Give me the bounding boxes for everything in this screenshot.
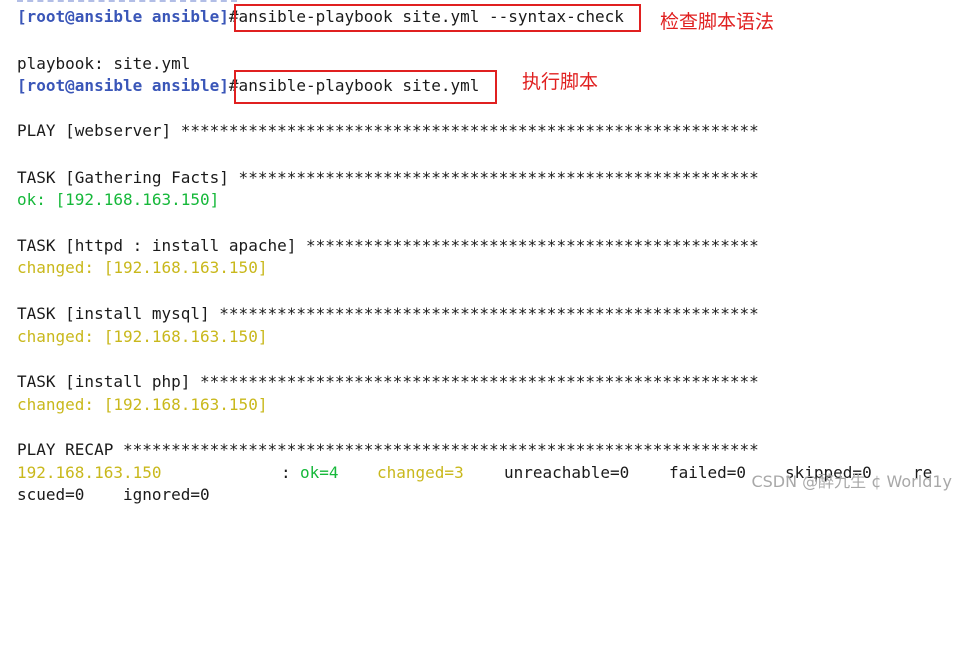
recap-rescued-end: scued=0 bbox=[17, 485, 85, 504]
command-line-run-playbook: [root@ansible ansible]#ansible-playbook … bbox=[17, 75, 479, 97]
task-header-install-mysql: TASK [install mysql] *******************… bbox=[17, 304, 759, 323]
annotation-syntax-check: 检查脚本语法 bbox=[660, 11, 775, 33]
task-result-changed: changed: [192.168.163.150] bbox=[17, 395, 268, 414]
command-text: #ansible-playbook site.yml bbox=[228, 76, 480, 95]
recap-ok: ok=4 bbox=[300, 463, 339, 482]
command-text: #ansible-playbook site.yml --syntax-chec… bbox=[228, 7, 624, 26]
recap-failed: failed=0 bbox=[669, 463, 747, 482]
watermark: CSDN @醉九生 ¢ World1y bbox=[751, 472, 952, 491]
recap-ignored: ignored=0 bbox=[122, 485, 210, 504]
recap-rescued-start: re bbox=[913, 463, 933, 482]
clipped-previous-line bbox=[17, 0, 237, 5]
recap-changed: changed=3 bbox=[377, 463, 464, 482]
shell-prompt: [root@ansible ansible] bbox=[17, 7, 229, 26]
recap-row: 192.168.163.150 : ok=4 changed=3 unreach… bbox=[17, 462, 947, 484]
terminal-screenshot: { "lines": { "cmd1_prompt": "[root@ansib… bbox=[17, 0, 952, 504]
task-header-gathering-facts: TASK [Gathering Facts] *****************… bbox=[17, 168, 759, 187]
highlight-box-syntax-check bbox=[234, 4, 641, 32]
recap-row-continued: scued=0 ignored=0 bbox=[17, 484, 210, 506]
task-result-ok: ok: [192.168.163.150] bbox=[17, 190, 220, 209]
annotation-run: 执行脚本 bbox=[522, 71, 599, 93]
output-playbook-line: playbook: site.yml bbox=[17, 54, 191, 73]
task-header-install-apache: TASK [httpd : install apache] **********… bbox=[17, 236, 759, 255]
task-header-install-php: TASK [install php] *********************… bbox=[17, 372, 759, 391]
shell-prompt: [root@ansible ansible] bbox=[17, 76, 229, 95]
task-result-changed: changed: [192.168.163.150] bbox=[17, 258, 268, 277]
highlight-box-run bbox=[234, 70, 497, 104]
recap-host: 192.168.163.150 bbox=[17, 463, 162, 482]
play-header: PLAY [webserver] ***********************… bbox=[17, 121, 759, 140]
recap-colon: : bbox=[281, 463, 301, 482]
play-recap-header: PLAY RECAP *****************************… bbox=[17, 440, 759, 459]
command-line-syntax-check: [root@ansible ansible]#ansible-playbook … bbox=[17, 6, 624, 28]
task-result-changed: changed: [192.168.163.150] bbox=[17, 327, 268, 346]
recap-skipped: skipped=0 bbox=[785, 463, 872, 482]
recap-unreachable: unreachable=0 bbox=[504, 463, 630, 482]
